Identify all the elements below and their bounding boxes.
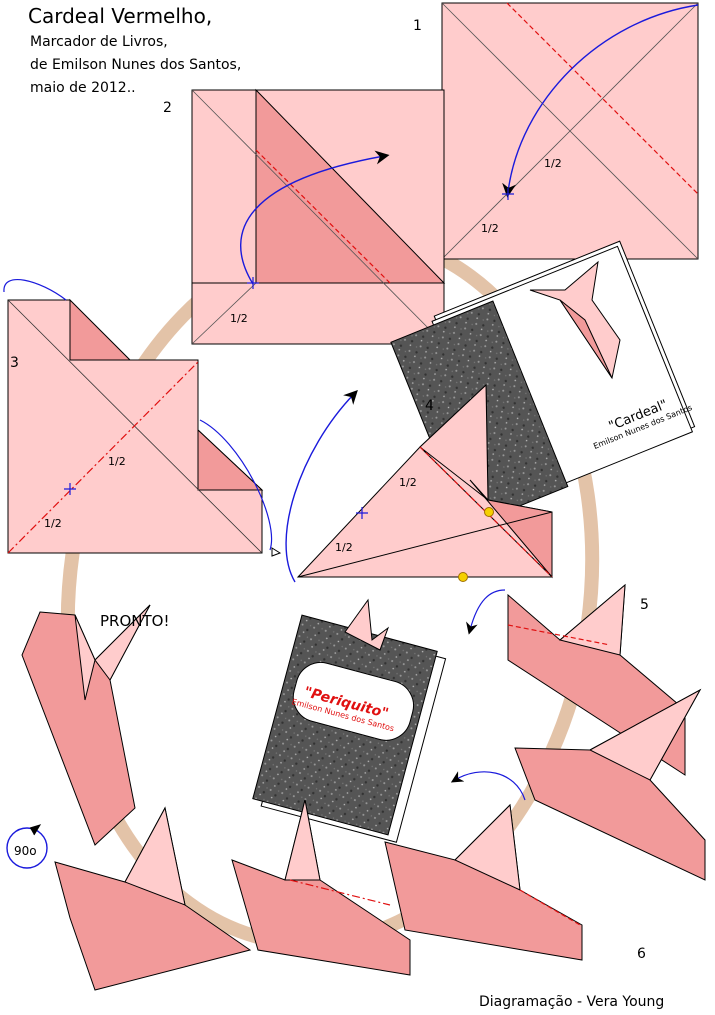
step-number-3: 3 [10, 355, 19, 371]
step6-bird-middle [231, 799, 411, 976]
bird-on-book-2 [344, 598, 390, 651]
fraction-label: 1/2 [544, 157, 562, 170]
fraction-label: 1/2 [44, 517, 62, 530]
subtitle-line-2: de Emilson Nunes dos Santos, [30, 57, 242, 73]
bird-on-book-1 [529, 260, 621, 380]
step-number-4: 4 [425, 398, 434, 414]
step2-shape [191, 88, 446, 345]
book-periquito [252, 614, 447, 843]
fraction-label: 1/2 [399, 476, 417, 489]
step5-shape [466, 583, 706, 881]
subtitle-line-3: maio de 2012.. [30, 80, 136, 96]
credit: Diagramação - Vera Young [479, 994, 665, 1010]
title: Cardeal Vermelho, [28, 4, 213, 28]
fraction-label: 1/2 [108, 455, 126, 468]
step-number-6: 6 [637, 946, 646, 962]
rotation-label: 90o [14, 844, 37, 858]
done-label: PRONTO! [100, 612, 170, 630]
fraction-label: 1/2 [230, 312, 248, 325]
rotate-90-icon [6, 827, 48, 869]
step6-bird-right [384, 771, 583, 961]
step-number-5: 5 [640, 597, 649, 613]
subtitle-line-1: Marcador de Livros, [30, 34, 168, 50]
step1-square [441, 2, 699, 260]
step-number-1: 1 [413, 18, 422, 34]
step6-bird-left [54, 806, 252, 991]
fraction-label: 1/2 [481, 222, 499, 235]
finished-bird [21, 604, 151, 846]
step-number-2: 2 [163, 100, 172, 116]
step3-shape [3, 278, 282, 557]
step4-shape [285, 383, 553, 583]
fraction-label: 1/2 [335, 541, 353, 554]
